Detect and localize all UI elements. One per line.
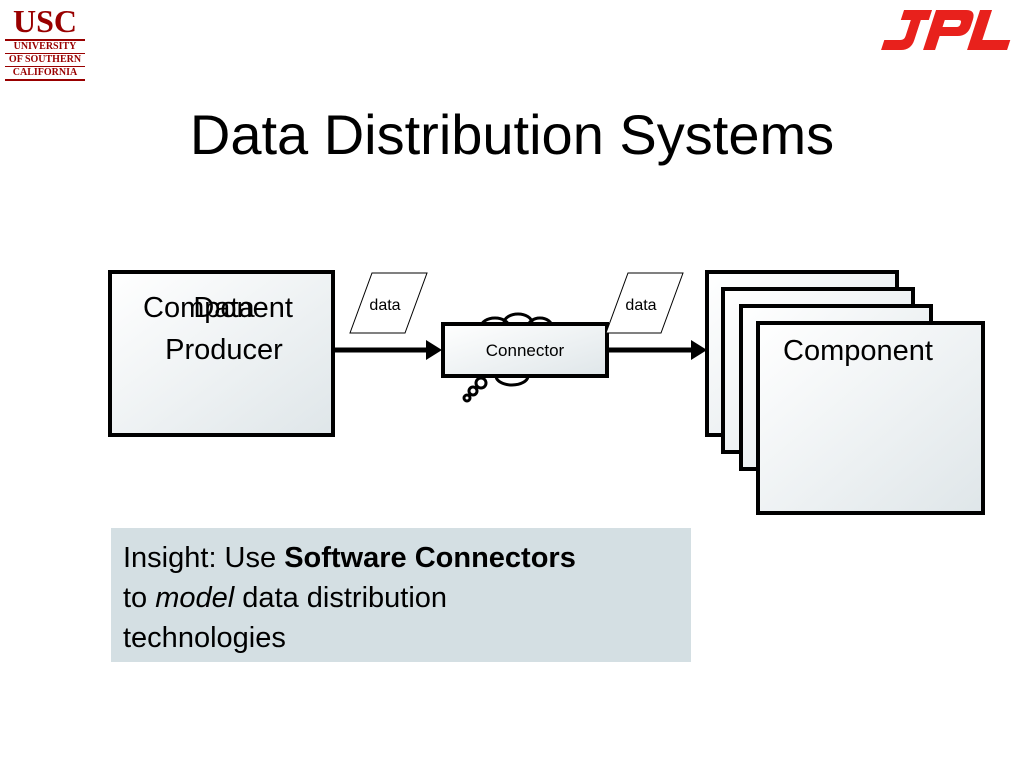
consumer-front-label: Component (783, 335, 933, 367)
producer-label-line1: Data (193, 292, 255, 324)
usc-logo-mark: USC (5, 5, 85, 41)
usc-logo-line-california: CALIFORNIA (5, 66, 85, 81)
usc-logo: USC UNIVERSITY OF SOUTHERN CALIFORNIA (5, 5, 85, 81)
usc-logo-line-of-southern: OF SOUTHERN (5, 53, 85, 66)
insight-line3: technologies (123, 622, 286, 654)
arrow-to-connector-head (426, 340, 442, 360)
insight-prefix: Insight: Use (123, 542, 285, 574)
slide-title: Data Distribution Systems (189, 103, 835, 166)
data-parallelogram-left (349, 272, 428, 334)
insight-italic-term: model (155, 582, 235, 614)
connector-box (441, 322, 609, 378)
data-parallelogram-right (605, 272, 684, 334)
producer-overlay-label: Component (143, 292, 293, 324)
consumer-box-4 (756, 321, 985, 515)
jpl-logo (881, 10, 1011, 50)
insight-box: Insight: Use Software Connectors to mode… (111, 528, 691, 662)
data-label-left: data (369, 297, 401, 314)
producer-box (108, 270, 335, 437)
producer-label-line2: Producer (165, 334, 283, 366)
data-label-right: data (625, 297, 657, 314)
insight-to: to (123, 582, 156, 614)
usc-logo-line-university: UNIVERSITY (13, 41, 77, 52)
insight-bold-term: Software Connectors (284, 542, 576, 574)
connector-label: Connector (485, 341, 565, 360)
arrow-to-consumers-head (691, 340, 707, 360)
insight-rest: data distribution (234, 582, 448, 614)
